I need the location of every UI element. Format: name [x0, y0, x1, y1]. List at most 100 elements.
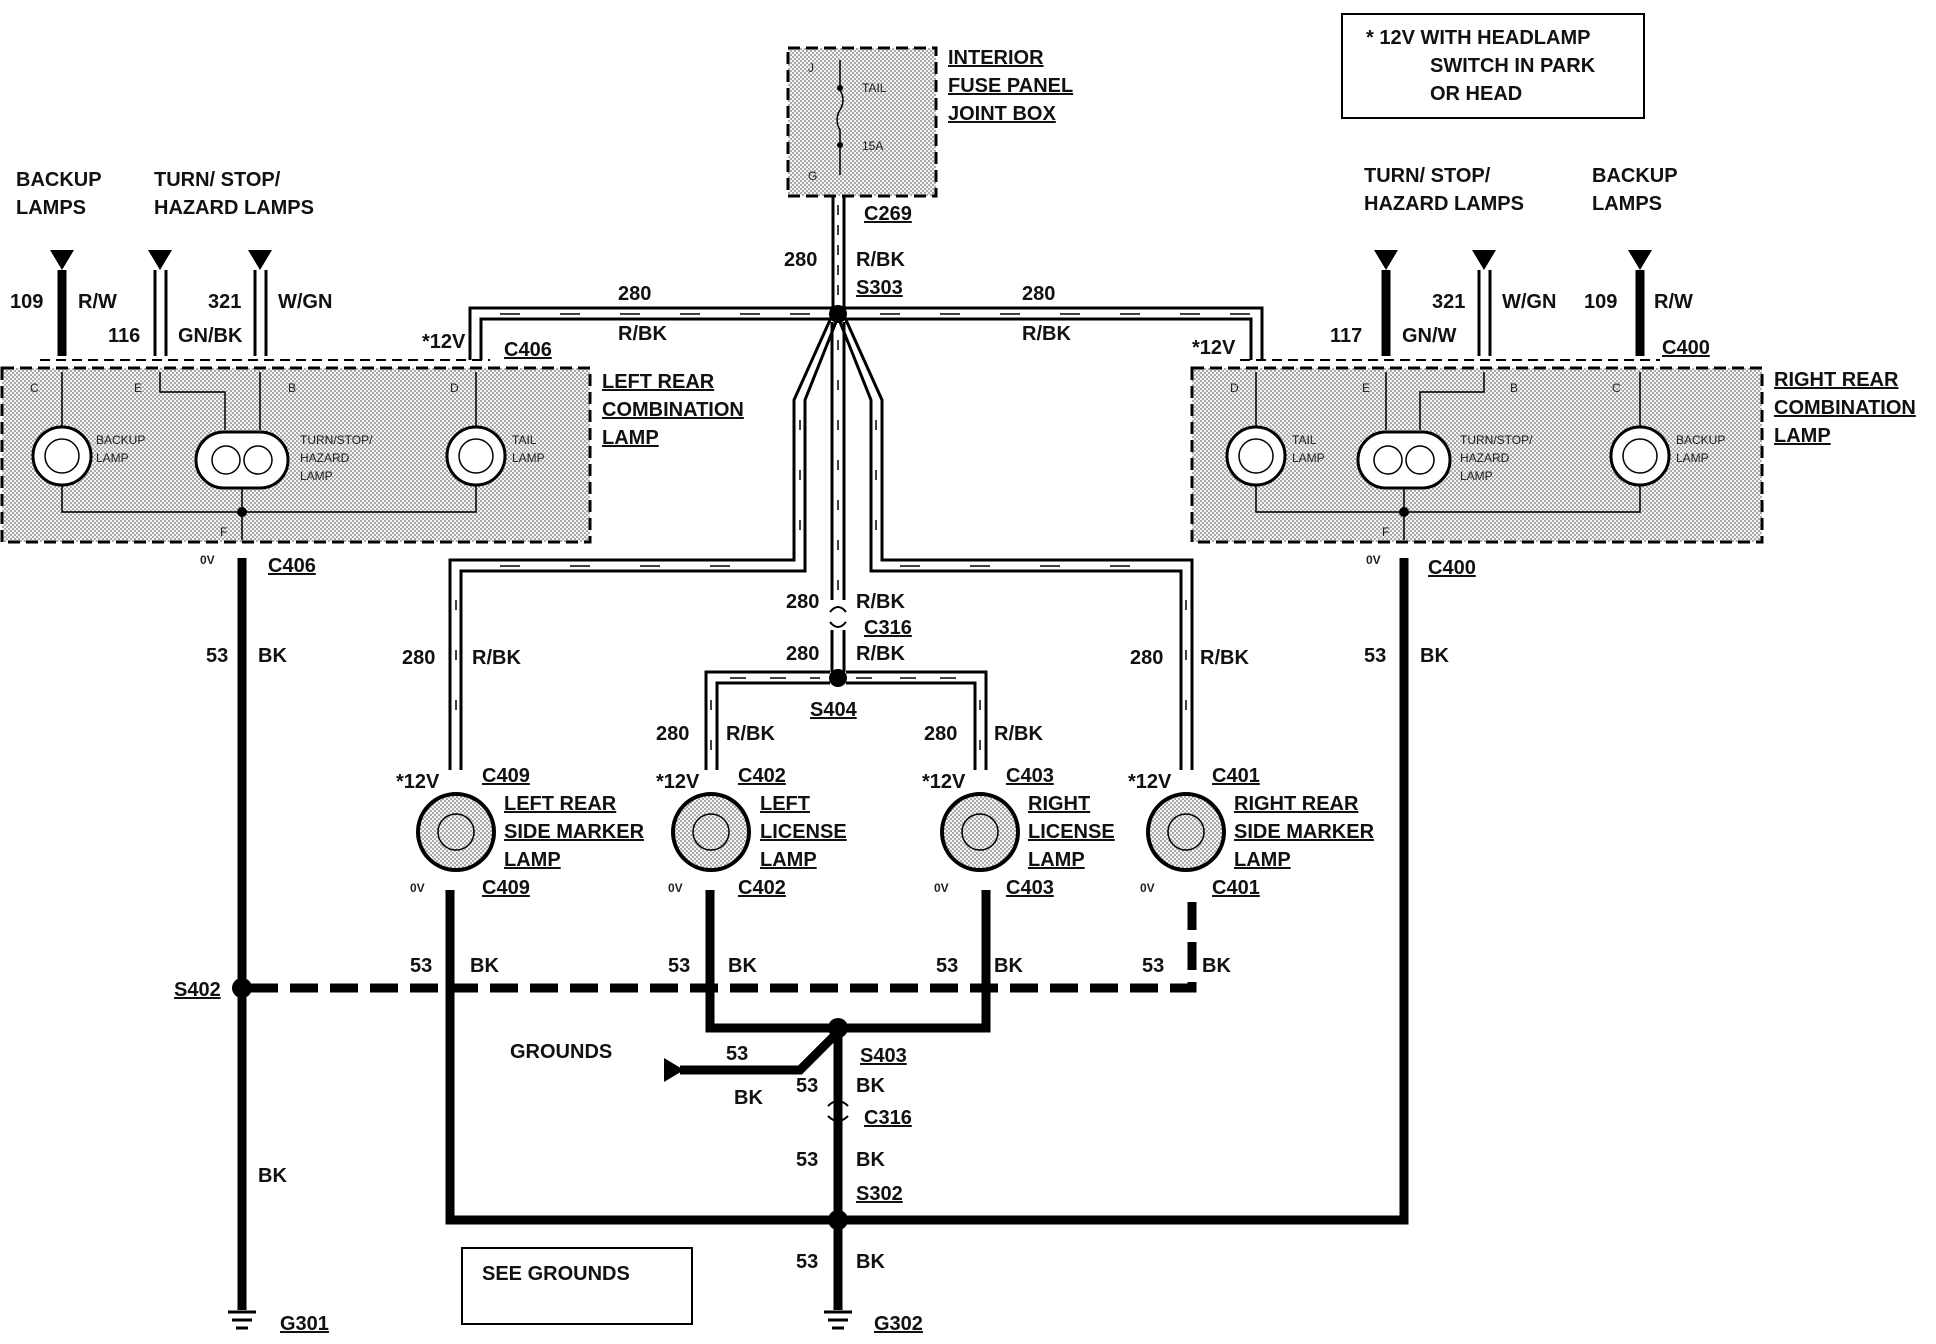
left-backup-title-2: LAMPS: [16, 197, 86, 219]
lamp4-12v: *12V: [1128, 771, 1172, 793]
fuse-pin-j: J: [808, 61, 814, 75]
splice-s303-label: S303: [856, 277, 903, 299]
left-pin-d: D: [450, 381, 459, 395]
right-lamp-backup-2: LAMP: [1676, 451, 1709, 465]
connector-c269: C269: [864, 203, 912, 225]
right-title-1: RIGHT REAR: [1774, 369, 1899, 391]
ground-color-1: BK: [470, 955, 499, 977]
right-lamp-turn-3: LAMP: [1460, 469, 1493, 483]
feed-color-label: R/BK: [856, 249, 905, 271]
splice-s302: [828, 1210, 848, 1230]
left-title-2: COMBINATION: [602, 399, 744, 421]
right-title-2: COMBINATION: [1774, 397, 1916, 419]
lamp2-conn-top: C402: [738, 765, 786, 787]
lamp4-0v: 0V: [1140, 881, 1155, 895]
right-backup-title-2: LAMPS: [1592, 193, 1662, 215]
lamp4-name-2: SIDE MARKER: [1234, 821, 1375, 843]
left-feed-color: R/BK: [618, 323, 667, 345]
left-color-rw: R/W: [78, 291, 117, 313]
left-lamp-tail-2: LAMP: [512, 451, 545, 465]
left-connector-c406: C406: [504, 339, 552, 361]
fuse-pin-g: G: [808, 169, 817, 183]
ground-g301-symbol: [228, 1310, 256, 1330]
right-color-wgn: W/GN: [1502, 291, 1556, 313]
right-lamp-turn-1: TURN/STOP/: [1460, 433, 1533, 447]
connector-c316-lower: C316: [864, 1107, 912, 1129]
lamp-left-license: *12V C402 LEFT LICENSE LAMP 0V C402: [656, 765, 847, 899]
feed-wire-horizontal: 280 R/BK 280 R/BK: [468, 283, 1264, 360]
lamp3-feed-circuit: 280: [924, 723, 957, 745]
s404-branches: [704, 670, 988, 770]
fuse-amp-label: 15A: [862, 139, 883, 153]
lamp3-conn-top: C403: [1006, 765, 1054, 787]
lamp2-name-1: LEFT: [760, 793, 810, 815]
left-lamp-backup-2: LAMP: [96, 451, 129, 465]
g302-color: BK: [856, 1251, 885, 1273]
fuse-tail-label: TAIL: [862, 81, 887, 95]
splice-s404-label: S404: [810, 699, 858, 721]
ground-wiring: 53 BK 53 BK S402 53 BK 53 BK 53 BK 53 BK…: [174, 558, 1449, 1335]
connector-c316-upper: C316: [864, 617, 912, 639]
c316-color-top: R/BK: [856, 591, 905, 613]
note-line1: * 12V WITH HEADLAMP: [1366, 27, 1590, 49]
lamp2-12v: *12V: [656, 771, 700, 793]
ground-color-2: BK: [728, 955, 757, 977]
ground-color-3: BK: [994, 955, 1023, 977]
ground-g302-label: G302: [874, 1313, 923, 1335]
right-lamp-tail-2: LAMP: [1292, 451, 1325, 465]
left-turn-title-1: TURN/ STOP/: [154, 169, 281, 191]
lamp4-name-1: RIGHT REAR: [1234, 793, 1359, 815]
fuse-panel-title-2: FUSE PANEL: [948, 75, 1073, 97]
left-title-3: LAMP: [602, 427, 659, 449]
splice-s404: [829, 669, 847, 687]
s403-circuit: 53: [796, 1075, 818, 1097]
splice-s403-label: S403: [860, 1045, 907, 1067]
right-lamp-backup-1: BACKUP: [1676, 433, 1725, 447]
ground-g301-label: G301: [280, 1313, 329, 1335]
c316-color-bottom: R/BK: [856, 643, 905, 665]
left-title-1: LEFT REAR: [602, 371, 715, 393]
lamp1-name-2: SIDE MARKER: [504, 821, 645, 843]
lamp2-name-2: LICENSE: [760, 821, 847, 843]
right-lamp-turn-2: HAZARD: [1460, 451, 1510, 465]
ground-circuit-3: 53: [936, 955, 958, 977]
lamp2-feed-circuit: 280: [656, 723, 689, 745]
lamp1-12v: *12V: [396, 771, 440, 793]
splice-s302-label: S302: [856, 1183, 903, 1205]
ground-circuit-4: 53: [1142, 955, 1164, 977]
right-lamp-tail-1: TAIL: [1292, 433, 1317, 447]
lamp1-feed-circuit: 280: [402, 647, 435, 669]
fuse-panel-title-3: JOINT BOX: [948, 103, 1056, 125]
left-0v: 0V: [200, 553, 215, 567]
c316-circuit-bottom: 280: [786, 643, 819, 665]
lamp4-feed-circuit: 280: [1130, 647, 1163, 669]
splice-s403: [828, 1018, 848, 1038]
right-connector-c400: C400: [1662, 337, 1710, 359]
right-ground-color: BK: [1420, 645, 1449, 667]
right-pin-d: D: [1230, 381, 1239, 395]
lamp3-conn-bottom: C403: [1006, 877, 1054, 899]
right-0v: 0V: [1366, 553, 1381, 567]
lamp3-name-2: LICENSE: [1028, 821, 1115, 843]
right-circuit-117: 117: [1330, 325, 1362, 347]
c316-lower-circuit: 53: [796, 1149, 818, 1171]
lamp-right-rear-side-marker: *12V C401 RIGHT REAR SIDE MARKER LAMP 0V…: [1128, 765, 1375, 899]
lamp1-conn-bottom: C409: [482, 877, 530, 899]
left-feed-circuit: 280: [618, 283, 651, 305]
right-turn-title-1: TURN/ STOP/: [1364, 165, 1491, 187]
lamp4-name-3: LAMP: [1234, 849, 1291, 871]
right-pin-c: C: [1612, 381, 1621, 395]
lamp4-conn-top: C401: [1212, 765, 1260, 787]
lamp2-feed-color: R/BK: [726, 723, 775, 745]
right-feed-circuit: 280: [1022, 283, 1055, 305]
splice-s402-label: S402: [174, 979, 221, 1001]
lamp2-name-3: LAMP: [760, 849, 817, 871]
left-color-wgn: W/GN: [278, 291, 332, 313]
left-12v: *12V: [422, 331, 466, 353]
feed-wire-fan: [448, 319, 1194, 770]
lamp3-name-1: RIGHT: [1028, 793, 1090, 815]
lamp4-feed-color: R/BK: [1200, 647, 1249, 669]
right-pin-e: E: [1362, 381, 1370, 395]
lamp1-feed-color: R/BK: [472, 647, 521, 669]
lamp3-feed-color: R/BK: [994, 723, 1043, 745]
